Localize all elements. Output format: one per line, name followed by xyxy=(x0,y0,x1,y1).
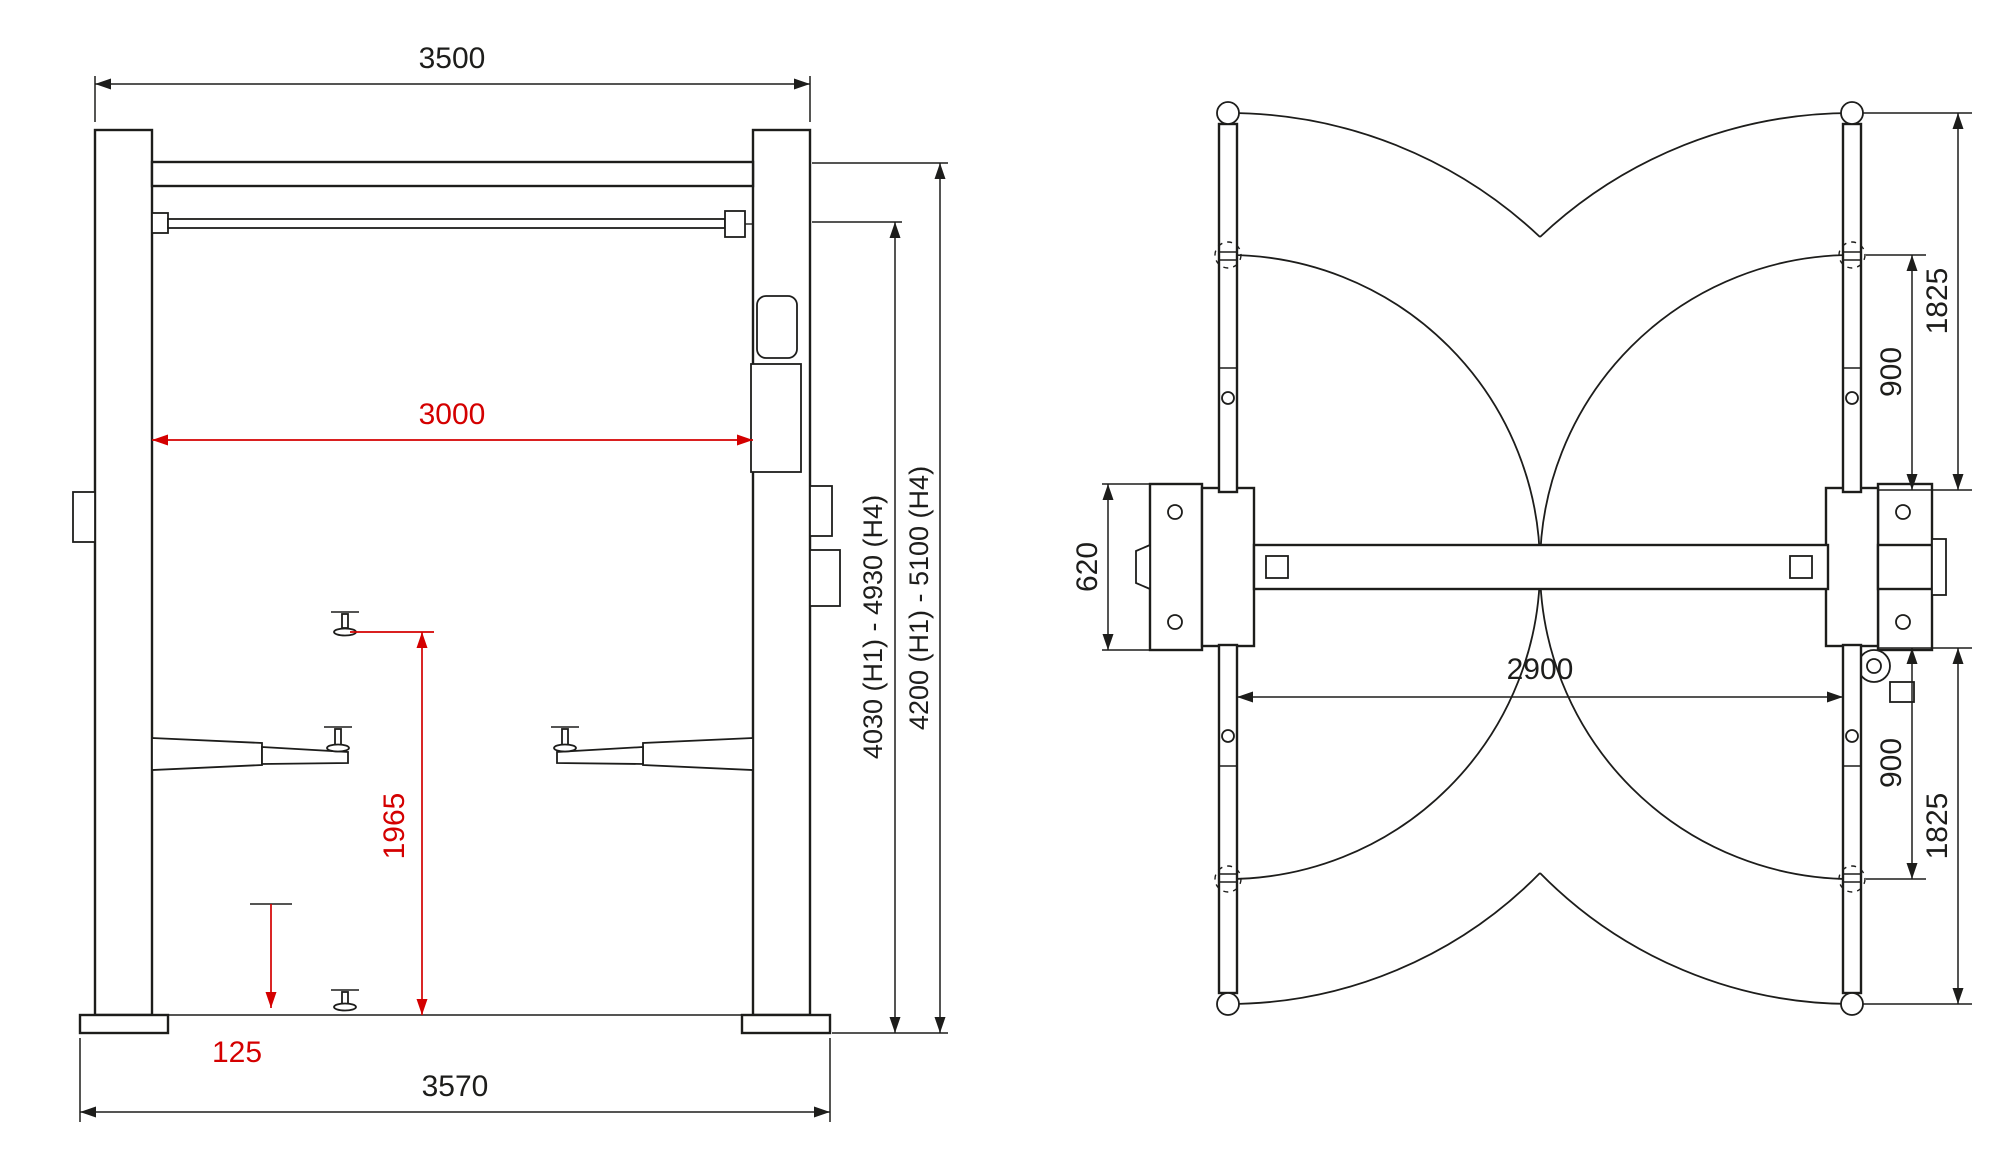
dim-label-long-arm-bottom: 1825 xyxy=(1921,793,1954,860)
hydraulic-cylinder-core xyxy=(1866,658,1882,674)
dim-arm-reach: 1825 900 900 1825 xyxy=(1863,112,1972,1005)
short-arm-sweep-arc-top-left xyxy=(1227,254,1541,568)
right-arm-segment-1 xyxy=(642,737,754,771)
dim-label-min-pad-height: 125 xyxy=(212,1036,262,1069)
dim-label-drive-through: 2900 xyxy=(1507,653,1574,686)
top-view: 2900 620 1825 900 900 1825 xyxy=(1071,101,1972,1016)
control-box xyxy=(750,363,802,473)
long-arm-sweep-arc-bottom-left xyxy=(1227,872,1541,1005)
left-post xyxy=(93,128,154,1017)
dim-label-height-under-bar: 4030 (H1) - 4930 (H4) xyxy=(858,495,888,759)
floor-beam xyxy=(1252,543,1830,591)
pad-circle-retracted-bottom xyxy=(1838,865,1866,893)
dim-heights: 4030 (H1) - 4930 (H4) 4200 (H1) - 5100 (… xyxy=(812,162,948,1034)
safety-bar-left-mount xyxy=(151,212,169,234)
pad-circle-retracted-bottom xyxy=(1214,865,1242,893)
arm-pivot-bolt xyxy=(1221,729,1235,743)
right-post xyxy=(751,128,812,1017)
power-unit xyxy=(750,295,802,473)
overhead-safety-bar xyxy=(151,210,753,238)
beam-bolt-left xyxy=(1265,555,1289,579)
dim-drive-through: 2900 xyxy=(1237,653,1843,703)
short-arm-sweep-arc-top-right xyxy=(1539,254,1853,568)
left-base-plate xyxy=(78,1013,170,1035)
raised-pad-stem xyxy=(341,613,349,629)
left-lift-arm xyxy=(151,726,352,771)
dim-label-pad-height: 1965 xyxy=(378,793,411,860)
lift-structure xyxy=(72,128,841,1035)
left-latch-cover xyxy=(72,491,96,543)
right-base-plate xyxy=(740,1013,832,1035)
left-flange-bolt-bottom xyxy=(1167,614,1183,630)
arm-pivot-bolt xyxy=(1845,391,1859,405)
motor-housing xyxy=(756,295,798,359)
pad-circle-top xyxy=(1840,101,1864,125)
dim-overall-width: 3500 xyxy=(94,42,811,122)
beam-bolt-right xyxy=(1789,555,1813,579)
lowered-pad-base xyxy=(333,1002,357,1012)
hydraulic-unit-box xyxy=(1889,681,1915,703)
left-pad-base xyxy=(326,743,350,753)
right-arm-segment-2 xyxy=(556,746,644,765)
left-flange-bolt-top xyxy=(1167,504,1183,520)
long-arm-sweep-arc-bottom-right xyxy=(1539,872,1853,1005)
pad-circle-bottom xyxy=(1216,992,1240,1016)
left-post-plate xyxy=(1200,486,1256,648)
dim-base-width: 3570 xyxy=(79,1038,831,1122)
right-latch-cover-lower xyxy=(809,549,841,607)
beam-end-cap xyxy=(1931,538,1947,596)
arm-sweep-envelope xyxy=(1227,112,1853,1005)
dim-base-frame-width: 620 xyxy=(1071,483,1150,651)
dim-min-pad-height: 125 xyxy=(212,903,292,1069)
left-flange-tab xyxy=(1135,543,1151,591)
long-arm-sweep-arc-top-right xyxy=(1539,112,1853,238)
right-lift-arm xyxy=(551,726,754,771)
dim-pad-height: 1965 xyxy=(350,631,434,1015)
right-pad-stem xyxy=(561,728,569,746)
top-crossbar xyxy=(150,160,755,188)
dim-clearance-width: 3000 xyxy=(152,398,753,446)
pad-lowered-symbol xyxy=(331,989,359,1012)
front-view: 3500 3000 1965 125 3570 xyxy=(72,42,948,1122)
pad-raised-symbol xyxy=(331,611,359,637)
left-arm-down xyxy=(1217,643,1239,995)
pad-circle-bottom xyxy=(1840,992,1864,1016)
right-arm-up xyxy=(1841,122,1863,494)
right-arm-down xyxy=(1841,643,1863,995)
right-column-plan xyxy=(1838,101,1866,1016)
dim-label-overall-width: 3500 xyxy=(419,42,486,75)
pad-circle-top xyxy=(1216,101,1240,125)
right-flange-bolt-bottom xyxy=(1895,614,1911,630)
right-post-plate xyxy=(1824,486,1880,648)
left-arm-up xyxy=(1217,122,1239,494)
dim-label-short-arm-bottom: 900 xyxy=(1875,738,1908,788)
dim-label-overall-height: 4200 (H1) - 5100 (H4) xyxy=(904,466,934,730)
dim-label-clearance-width: 3000 xyxy=(419,398,486,431)
left-column-plan xyxy=(1214,101,1242,1016)
dim-label-short-arm-top: 900 xyxy=(1875,347,1908,397)
left-pad-stem xyxy=(334,728,342,746)
pad-circle-retracted-top xyxy=(1214,241,1242,269)
left-arm-segment-2 xyxy=(261,746,349,765)
dim-label-long-arm-top: 1825 xyxy=(1921,268,1954,335)
arm-pivot-bolt xyxy=(1845,729,1859,743)
beam-right-extension xyxy=(1876,543,1934,591)
right-pad-base xyxy=(553,743,577,753)
short-arm-sweep-arc-bottom-right xyxy=(1539,566,1853,880)
left-arm-segment-1 xyxy=(151,737,263,771)
pad-circle-retracted-top xyxy=(1838,241,1866,269)
arm-pivot-bolt xyxy=(1221,391,1235,405)
dim-label-base-width: 3570 xyxy=(422,1070,489,1103)
right-latch-cover-upper xyxy=(809,485,833,537)
long-arm-sweep-arc-top-left xyxy=(1227,112,1541,238)
dim-label-base-frame-width: 620 xyxy=(1071,542,1104,592)
safety-bar-right-block xyxy=(724,210,746,238)
safety-bar xyxy=(167,218,726,229)
lowered-pad-stem xyxy=(341,991,349,1005)
short-arm-sweep-arc-bottom-left xyxy=(1227,566,1541,880)
right-flange-bolt-top xyxy=(1895,504,1911,520)
